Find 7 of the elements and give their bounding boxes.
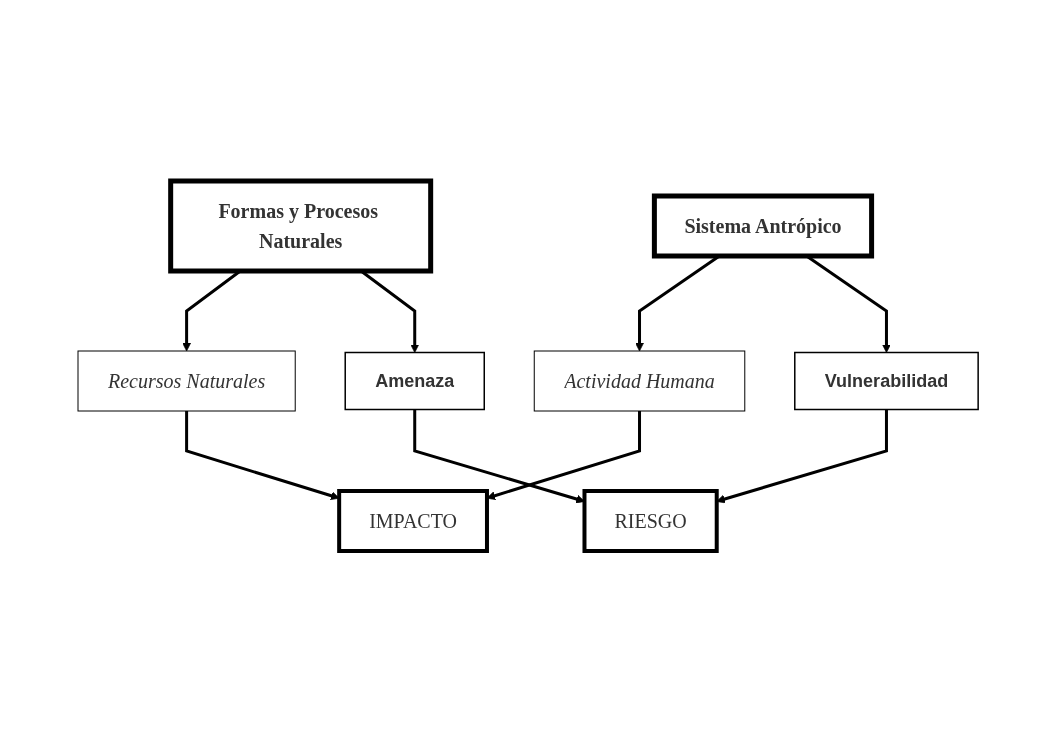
node-box: Sistema Antrópico (652, 193, 875, 258)
node-box: Formas y Procesos Naturales (168, 178, 434, 273)
node-box: Recursos Naturales (77, 350, 297, 411)
node-box: IMPACTO (337, 488, 490, 553)
node-box: RIESGO (582, 488, 720, 553)
node-box: Amenaza (344, 351, 486, 410)
node-box: Vulnerabilidad (794, 351, 980, 410)
